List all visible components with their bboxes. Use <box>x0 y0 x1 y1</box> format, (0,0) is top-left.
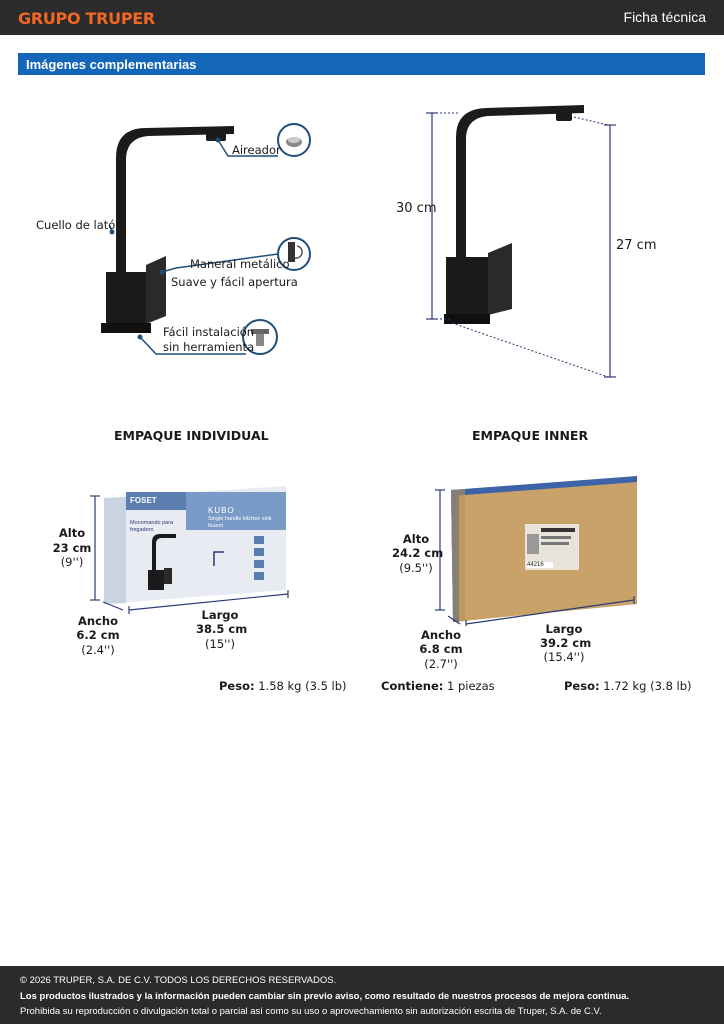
individual-ancho-in: (2.4'') <box>81 643 115 657</box>
box-line: KUBO <box>208 506 235 515</box>
individual-largo-label: Largo <box>201 608 239 622</box>
inner-largo-in: (15.4'') <box>543 650 585 664</box>
inner-largo-label: Largo <box>545 622 583 636</box>
footer-notice: Los productos ilustrados y la informació… <box>20 991 630 1002</box>
callout-dot-aireador <box>215 137 221 143</box>
inner-contents-value: 1 piezas <box>447 679 495 693</box>
inner-alto-in: (9.5'') <box>399 561 433 575</box>
feature-instalacion-label-2: sin herramienta <box>163 340 255 354</box>
package-individual-title: EMPAQUE INDIVIDUAL <box>114 428 269 443</box>
faucet-features-illustration <box>101 123 311 355</box>
faucet-image-dimensions <box>444 105 584 324</box>
footer-prohibition: Prohibida su reproducción o divulgación … <box>20 1006 602 1017</box>
footer: © 2026 TRUPER, S.A. DE C.V. TODOS LOS DE… <box>0 966 724 1024</box>
top-header-bar: GRUPO TRUPER Ficha técnica <box>0 0 724 35</box>
feature-instalacion-label-1: Fácil instalación <box>163 325 255 339</box>
package-inner-image: 44216 <box>451 476 639 624</box>
footer-copyright: © 2026 TRUPER, S.A. DE C.V. TODOS LOS DE… <box>20 975 337 986</box>
individual-weight-label: Peso: <box>219 679 255 693</box>
individual-alto-in: (9'') <box>60 555 84 569</box>
individual-alto-cm: 23 cm <box>52 541 92 555</box>
faucet-dimensions-illustration <box>426 105 616 378</box>
feature-aireador-label: Aireador <box>232 143 281 157</box>
inner-alto-label: Alto <box>402 532 430 546</box>
individual-ancho-label: Ancho <box>78 614 118 628</box>
callout-dot-cuello <box>109 229 115 235</box>
inner-ancho-in: (2.7'') <box>424 657 458 671</box>
inner-ancho-cm: 6.8 cm <box>419 642 463 656</box>
individual-weight: Peso: 1.58 kg (3.5 lb) <box>219 679 347 693</box>
brand-logo: GRUPO TRUPER <box>18 9 155 28</box>
inner-weight-value: 1.72 kg (3.8 lb) <box>603 679 692 693</box>
inner-contents: Contiene: 1 piezas <box>381 679 495 693</box>
individual-weight-value: 1.58 kg (3.5 lb) <box>258 679 347 693</box>
package-individual-dimension-lines <box>90 495 289 614</box>
detail-circle-aireador <box>277 123 311 157</box>
individual-alto-label: Alto <box>58 526 86 540</box>
feature-maneral-sub: Suave y fácil apertura <box>171 275 298 289</box>
box-product-name-es: Monomando para fregadero <box>130 520 174 533</box>
individual-largo-in: (15'') <box>205 637 235 651</box>
callout-dot-instalacion <box>137 334 143 340</box>
inner-box-code: 44216 <box>527 562 544 568</box>
section-title: Imágenes complementarias <box>26 57 197 72</box>
section-header: Imágenes complementarias <box>18 53 705 75</box>
inner-contents-label: Contiene: <box>381 679 444 693</box>
document-type: Ficha técnica <box>623 9 706 25</box>
inner-alto-cm: 24.2 cm <box>392 546 444 560</box>
dimension-height-total: 30 cm <box>396 201 437 216</box>
feature-cuello-label: Cuello de latón <box>36 218 123 232</box>
feature-maneral-label: Maneral metálico <box>190 257 290 271</box>
inner-ancho-label: Ancho <box>421 628 461 642</box>
inner-weight-label: Peso: <box>564 679 600 693</box>
detail-circle-instalacion <box>242 319 278 355</box>
dimension-height-spout: 27 cm <box>616 238 657 253</box>
package-inner-dimension-lines <box>435 489 635 626</box>
detail-circle-maneral <box>277 237 311 271</box>
inner-largo-cm: 39.2 cm <box>540 636 592 650</box>
box-brand: FOSET <box>130 496 157 505</box>
box-product-name-en: Single handle kitchen sink faucet <box>208 516 272 529</box>
package-inner-title: EMPAQUE INNER <box>472 428 589 443</box>
individual-ancho-cm: 6.2 cm <box>76 628 120 642</box>
faucet-image <box>101 126 234 333</box>
individual-largo-cm: 38.5 cm <box>196 622 248 636</box>
package-individual-image: FOSET KUBO Monomando para fregadero Sing… <box>104 486 286 604</box>
callout-dot-maneral <box>159 269 165 275</box>
inner-weight: Peso: 1.72 kg (3.8 lb) <box>564 679 692 693</box>
